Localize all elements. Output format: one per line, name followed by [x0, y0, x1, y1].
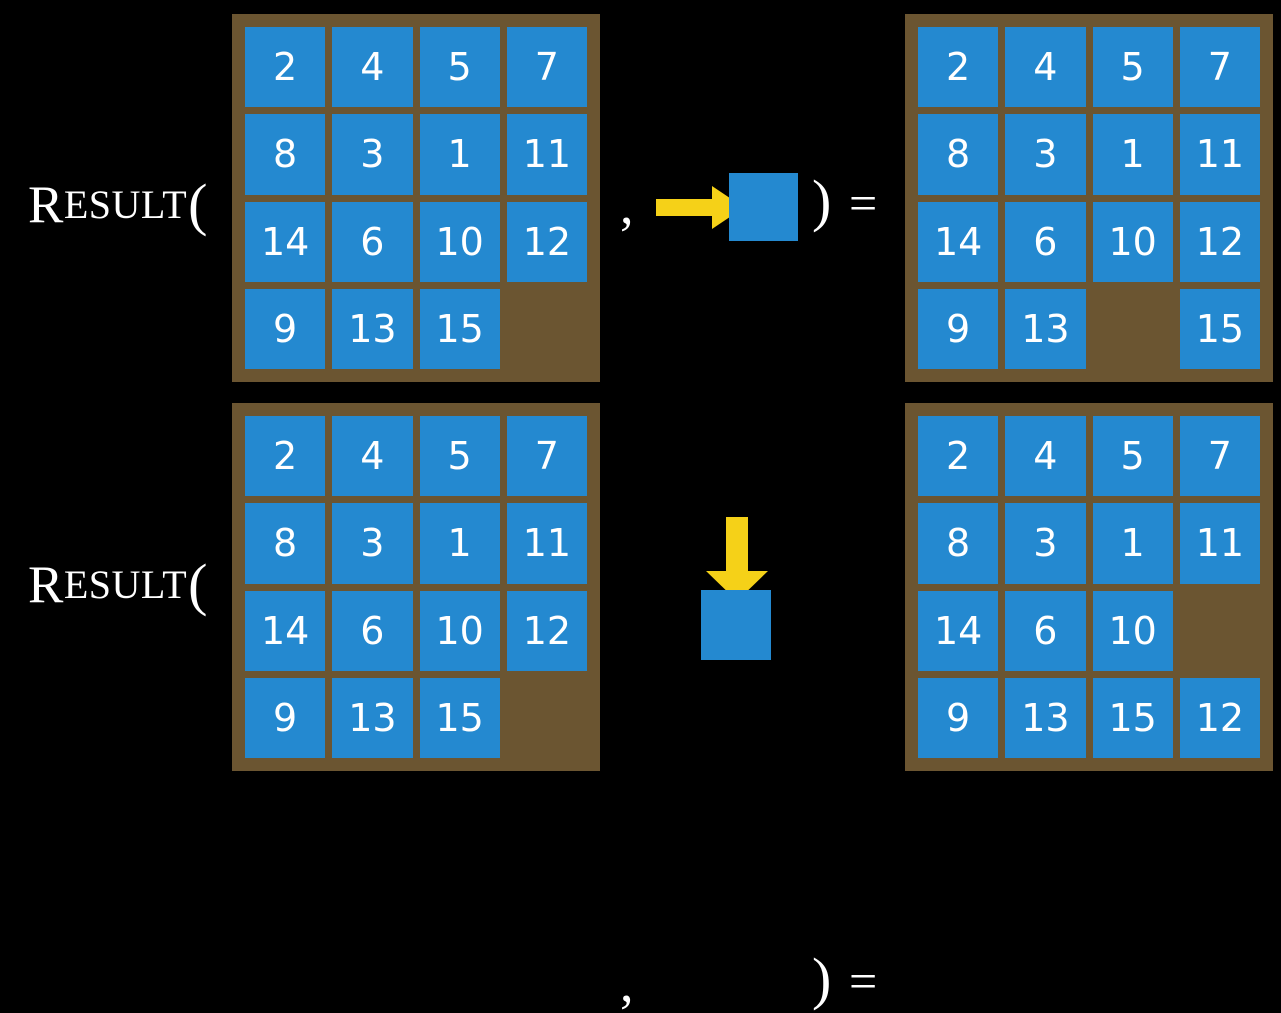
tile[interactable]: 1	[1092, 503, 1173, 584]
tile[interactable]: 5	[1092, 416, 1173, 497]
tile[interactable]: 15	[419, 288, 500, 369]
tile[interactable]: 7	[506, 27, 587, 108]
tile[interactable]: 11	[1179, 503, 1260, 584]
tile[interactable]: 10	[1092, 201, 1173, 282]
tile[interactable]: 3	[1005, 114, 1086, 195]
tile[interactable]: 4	[332, 27, 413, 108]
open-paren-top: (	[188, 172, 208, 237]
tile[interactable]: 4	[1005, 416, 1086, 497]
input-board-top: 2 4 5 7 8 3 1 11 14 6 10 12 9 13 15	[232, 14, 600, 382]
comma-separator-bottom: ,	[620, 953, 634, 1013]
tile[interactable]: 5	[419, 27, 500, 108]
blank-tile	[507, 678, 587, 758]
tile[interactable]: 11	[506, 114, 587, 195]
tile[interactable]: 4	[1005, 27, 1086, 108]
blank-tile-square-bottom[interactable]	[701, 590, 771, 660]
right-arrow-icon	[656, 186, 744, 229]
tile[interactable]: 7	[1179, 416, 1260, 497]
tile[interactable]: 12	[1179, 201, 1260, 282]
tile[interactable]: 9	[245, 288, 326, 369]
tile[interactable]: 5	[1092, 27, 1173, 108]
tile[interactable]: 1	[419, 503, 500, 584]
tile[interactable]: 4	[332, 416, 413, 497]
tile[interactable]: 15	[419, 677, 500, 758]
tile[interactable]: 8	[918, 114, 999, 195]
tile[interactable]: 8	[918, 503, 999, 584]
result-label-capital-r: R	[28, 555, 64, 614]
comma-separator-top: ,	[620, 175, 634, 235]
tile[interactable]: 7	[506, 416, 587, 497]
tile[interactable]: 1	[419, 114, 500, 195]
blank-tile	[507, 289, 587, 369]
tile[interactable]: 14	[245, 590, 326, 671]
tile[interactable]: 6	[1005, 201, 1086, 282]
tile[interactable]: 3	[1005, 503, 1086, 584]
tile[interactable]: 8	[245, 114, 326, 195]
tile[interactable]: 6	[332, 201, 413, 282]
tile[interactable]: 3	[332, 114, 413, 195]
blank-tile	[1180, 591, 1260, 671]
tile[interactable]: 13	[1005, 288, 1086, 369]
blank-tile	[1093, 289, 1173, 369]
tile[interactable]: 2	[245, 416, 326, 497]
equals-sign-bottom: =	[849, 953, 878, 1009]
tile[interactable]: 11	[506, 503, 587, 584]
close-paren-top: )	[812, 168, 832, 233]
tile[interactable]: 14	[918, 590, 999, 671]
blank-tile-square-top[interactable]	[729, 173, 798, 241]
equals-sign-top: =	[849, 175, 878, 231]
close-paren-bottom: )	[812, 946, 832, 1011]
tile[interactable]: 6	[332, 590, 413, 671]
result-label-smallcaps: ESULT	[63, 562, 188, 607]
down-arrow-icon	[706, 517, 768, 601]
tile[interactable]: 3	[332, 503, 413, 584]
input-board-bottom: 2 4 5 7 8 3 1 11 14 6 10 12 9 13 15	[232, 403, 600, 771]
tile[interactable]: 7	[1179, 27, 1260, 108]
tile[interactable]: 2	[918, 27, 999, 108]
output-board-top: 2 4 5 7 8 3 1 11 14 6 10 12 9 13 15	[905, 14, 1273, 382]
tile[interactable]: 14	[918, 201, 999, 282]
tile[interactable]: 11	[1179, 114, 1260, 195]
tile[interactable]: 15	[1092, 677, 1173, 758]
tile[interactable]: 13	[332, 288, 413, 369]
tile[interactable]: 12	[1179, 677, 1260, 758]
tile[interactable]: 9	[245, 677, 326, 758]
open-paren-bottom: (	[188, 552, 208, 617]
tile[interactable]: 10	[1092, 590, 1173, 671]
tile[interactable]: 6	[1005, 590, 1086, 671]
tile[interactable]: 13	[1005, 677, 1086, 758]
tile[interactable]: 2	[918, 416, 999, 497]
tile[interactable]: 10	[419, 201, 500, 282]
tile[interactable]: 10	[419, 590, 500, 671]
tile[interactable]: 1	[1092, 114, 1173, 195]
tile[interactable]: 14	[245, 201, 326, 282]
result-label-smallcaps: ESULT	[63, 182, 188, 227]
output-board-bottom: 2 4 5 7 8 3 1 11 14 6 10 9 13 15 12	[905, 403, 1273, 771]
tile[interactable]: 2	[245, 27, 326, 108]
result-label-capital-r: R	[28, 175, 64, 234]
tile[interactable]: 15	[1179, 288, 1260, 369]
tile[interactable]: 5	[419, 416, 500, 497]
tile[interactable]: 13	[332, 677, 413, 758]
tile[interactable]: 12	[506, 201, 587, 282]
tile[interactable]: 9	[918, 677, 999, 758]
tile[interactable]: 8	[245, 503, 326, 584]
tile[interactable]: 9	[918, 288, 999, 369]
tile[interactable]: 12	[506, 590, 587, 671]
